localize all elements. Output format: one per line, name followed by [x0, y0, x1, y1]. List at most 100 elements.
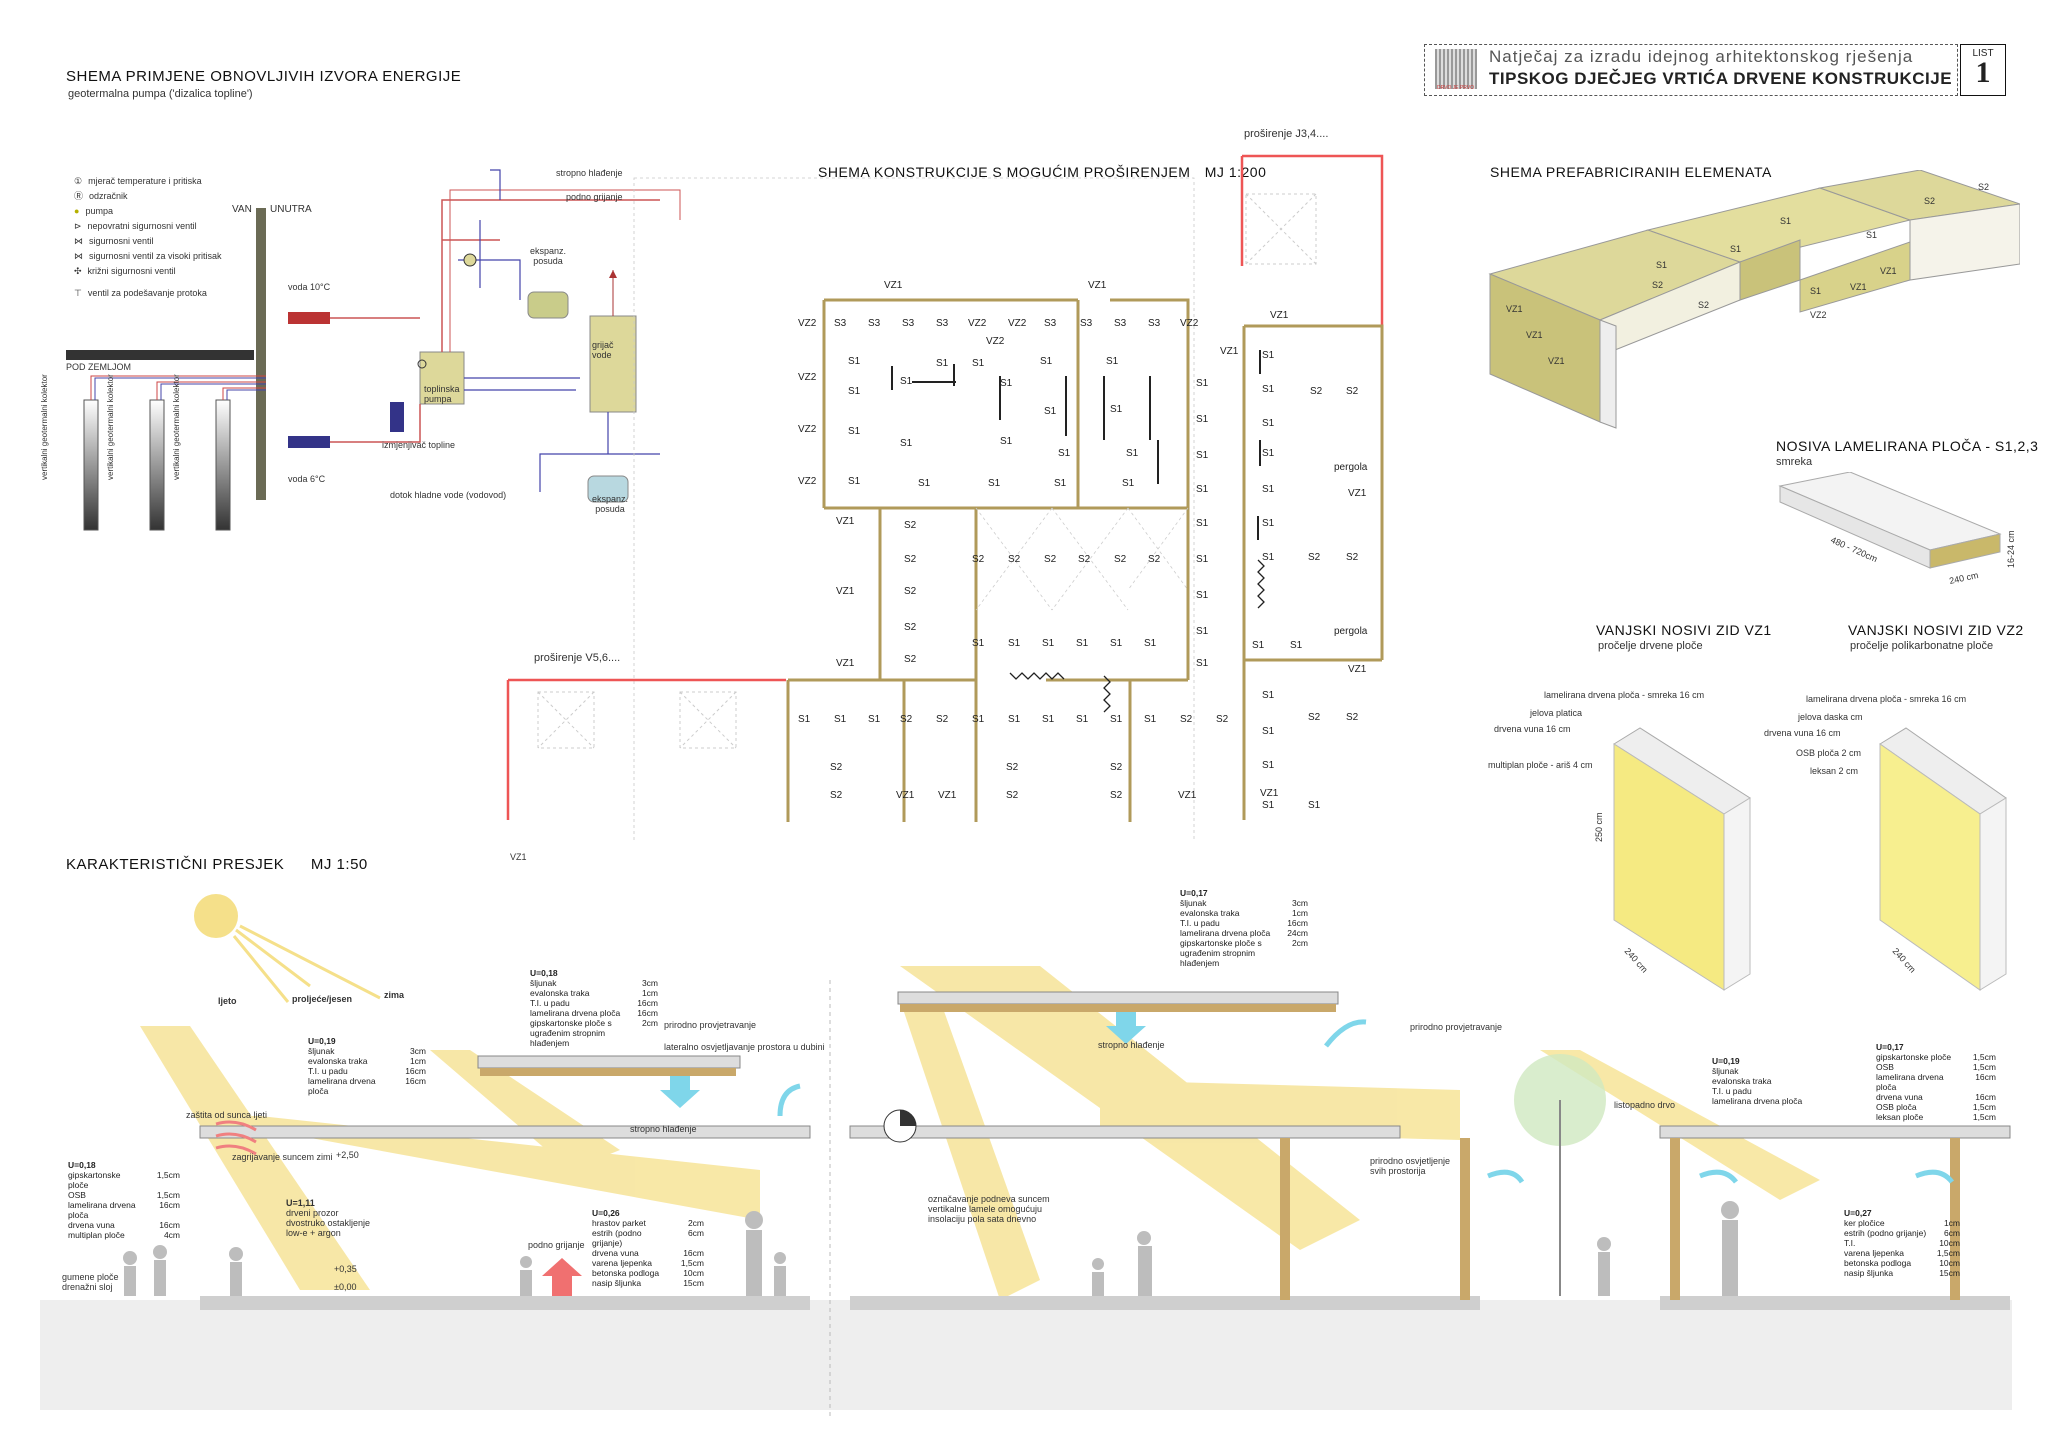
cooling-arrow-2	[1106, 1012, 1146, 1044]
floor-heating-label: podno grijanje	[566, 192, 623, 202]
extension-v	[506, 678, 786, 820]
layer-name: lamelirana drvena ploča	[1180, 928, 1271, 938]
ceiling-cooling-label: stropno hlađenje	[556, 168, 623, 178]
section-drawing	[40, 894, 2012, 1420]
layer-name: lamelirana drvena ploča	[1876, 1072, 1944, 1092]
plan-label: S3	[902, 318, 915, 329]
section-scale: MJ 1:50	[310, 856, 368, 873]
plan-label: S1	[1196, 554, 1209, 565]
plan-label: S1	[1196, 450, 1209, 461]
layer-thickness: 1,5cm	[156, 1190, 180, 1200]
layer-thickness: 16cm	[405, 1076, 426, 1086]
layer-thickness: 16cm	[683, 1248, 704, 1258]
prefab-label: VZ2	[1810, 310, 1827, 320]
winter-label: zima	[384, 990, 405, 1000]
layer-name: OSB	[1876, 1062, 1894, 1072]
plan-label: S1	[1058, 448, 1071, 459]
plan-label: VZ2	[1180, 318, 1199, 329]
expansion-vessel-2	[587, 475, 629, 503]
van-label: VAN	[232, 204, 252, 215]
plan-label: VZ1	[836, 658, 855, 669]
expansion-vessel-label: ekspanz. posuda	[529, 246, 567, 266]
plan-label: S2	[1346, 712, 1359, 723]
plan-label: S2	[1078, 554, 1091, 565]
plan-label: S2	[1180, 714, 1193, 725]
layer-row: gipskartonske ploče s ugrađenim stropnim…	[1180, 938, 1308, 968]
safety-valve-icon: ⋈	[74, 236, 83, 246]
plan-label: VZ1	[836, 516, 855, 527]
layer-name: evalonska traka	[1180, 908, 1240, 918]
wall-panel	[1799, 241, 1911, 313]
sun-protection-label: zaštita od sunca ljeti	[186, 1110, 268, 1120]
plan-label: S1	[1308, 800, 1321, 811]
plan-label: S2	[1110, 790, 1123, 801]
layer-thickness: 3cm	[641, 978, 658, 988]
plan-label: S1	[848, 386, 861, 397]
cold-manifold	[288, 436, 330, 448]
roof-u: U=0,17	[1180, 888, 1208, 898]
plan-label: S1	[1262, 448, 1275, 459]
prefab-label: VZ1	[1850, 282, 1867, 292]
roof-slabs	[199, 991, 2011, 1139]
vz1-layer: lamelirana drvena ploča - smreka 16 cm	[1544, 690, 1705, 700]
plan-label: S1	[1110, 404, 1123, 415]
plan-label: S1	[900, 438, 913, 449]
extension-j-label: proširenje J3,4....	[1244, 128, 1329, 140]
deciduous-tree-label: listopadno drvo	[1614, 1100, 1676, 1110]
plan-label: S1	[1126, 448, 1139, 459]
layer-thickness: 16cm	[405, 1066, 426, 1076]
layer-name: nasip šljunka	[1844, 1268, 1894, 1278]
plan-label: VZ2	[798, 372, 817, 383]
plan-label: S2	[904, 654, 917, 665]
natural-light-label: prirodno osvjetljenje svih prostorija	[1370, 1156, 1451, 1176]
layer-name: OSB ploča	[1876, 1102, 1917, 1112]
plan-label: S2	[1006, 762, 1019, 773]
layer-name: gipskartonske ploče	[68, 1170, 121, 1190]
slab-left	[200, 1296, 810, 1310]
plan-label: VZ1	[1260, 788, 1279, 799]
prefab-title: SHEMA PREFABRICIRANIH ELEMENATA	[1490, 164, 1772, 180]
plan-label: S1	[1262, 690, 1275, 701]
roof-layers-4: U=0,19 šljunak evalonska traka T.I. u pa…	[1712, 1056, 1812, 1106]
expansion-vessel-2-label: ekspanz. posuda	[591, 494, 629, 514]
plan-label: S1	[918, 478, 931, 489]
plan-label: S3	[834, 318, 847, 329]
plan-label: S1	[1000, 378, 1013, 389]
wall-panel-vz2	[1879, 727, 2007, 991]
layer-row: gipskartonske ploče s ugrađenim stropnim…	[530, 1018, 658, 1048]
window-u: U=1,11	[286, 1198, 315, 1208]
plan-label: S1	[988, 478, 1001, 489]
layer-thickness: 24cm	[1287, 928, 1308, 938]
plan-label: S1	[1262, 726, 1275, 737]
plan-label: VZ1	[836, 586, 855, 597]
plan-label: S2	[1346, 552, 1359, 563]
plan-label: S1	[972, 358, 985, 369]
plan-label: S2	[830, 790, 843, 801]
plan-label: S1	[972, 714, 985, 725]
ground	[40, 1300, 2012, 1410]
header-line1: Natječaj za izradu idejnog arhitektonsko…	[1489, 47, 1914, 66]
layer-name: hrastov parket	[592, 1218, 646, 1228]
layer-name: T.I.	[1844, 1238, 1856, 1248]
unutra-label: UNUTRA	[270, 204, 312, 215]
heat-pump	[419, 351, 465, 405]
layer-name: evalonska traka	[530, 988, 590, 998]
level-250: +2,50	[336, 1150, 359, 1160]
plan-scale: MJ 1:200	[1204, 164, 1267, 180]
plan-label: S2	[1310, 386, 1323, 397]
layer-name: lamelirana drvena ploča	[1712, 1096, 1803, 1106]
layer-name: T.I. u padu	[1180, 918, 1220, 928]
hot-manifold	[288, 312, 330, 324]
thermometer-icon: ①	[74, 176, 83, 186]
ground-line	[66, 350, 254, 360]
layer-row: lamelirana drvena ploča 24cm	[1180, 928, 1308, 938]
